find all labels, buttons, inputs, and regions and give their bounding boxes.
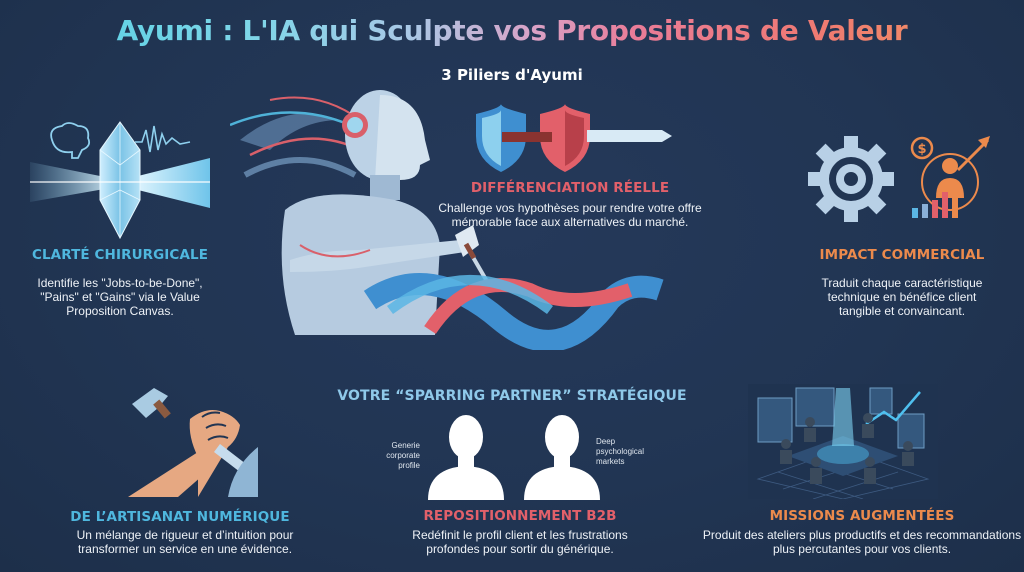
pillar-impact: $ IMPACT COMMERCIAL Traduit chaque carac… [780,120,1024,330]
bottom-heading: REPOSITIONNEMENT B2B [423,508,617,524]
bottom-description: Un mélange de rigueur et d’intuition pou… [76,528,294,556]
left-profile-label: Generie corporate profile [386,441,420,470]
pillar-description: Traduit chaque caractéristique technique… [821,276,983,318]
sparring-heading: VOTRE “SPARRING PARTNER” STRATÉGIQUE [337,388,687,404]
hammer-chisel-hand-icon [128,382,258,497]
shields-sword-icon [472,104,672,174]
team-meeting-hologram-icon [748,384,938,499]
pillar-heading: IMPACT COMMERCIAL [819,247,985,263]
gear-icon [806,134,896,224]
bottom-description: Redéfinit le profil client et les frustr… [412,528,628,556]
right-profile-label: Deep psychological markets [596,437,645,466]
crystal-prism-brain-wave-icon [30,120,210,240]
bottom-heading: MISSIONS AUGMENTÉES [769,508,955,524]
bottom-artisanat: DE L’ARTISANAT NUMÉRIQUE Un mélange de r… [0,380,320,560]
pillar-description: Challenge vos hypothèses pour rendre vot… [438,201,702,229]
bottom-description: Produit des ateliers plus productifs et … [702,528,1022,556]
bottom-missions: MISSIONS AUGMENTÉES Produit des ateliers… [700,380,1024,560]
page-subtitle: 3 Piliers d'Ayumi [441,66,583,84]
svg-text:$: $ [917,142,926,157]
pillar-description: Identifie les "Jobs-to-be-Done", "Pains"… [37,276,203,318]
bottom-repositionnement: REPOSITIONNEMENT B2B Redéfinit le profil… [380,500,660,560]
ai-sculptor-illustration [230,80,670,350]
growth-chart-icon: $ [906,130,996,225]
page-title: Ayumi : L'IA qui Sculpte vos Proposition… [0,14,1024,47]
pillar-heading: DIFFÉRENCIATION RÉELLE [470,180,670,196]
pillar-heading: CLARTÉ CHIRURGICALE [31,247,209,263]
pillar-differenciation: DIFFÉRENCIATION RÉELLE Challenge vos hyp… [420,100,720,240]
bottom-heading: DE L’ARTISANAT NUMÉRIQUE [70,509,290,525]
silhouettes-icon [410,415,610,500]
pillar-clarte: CLARTÉ CHIRURGICALE Identifie les "Jobs-… [0,110,260,330]
